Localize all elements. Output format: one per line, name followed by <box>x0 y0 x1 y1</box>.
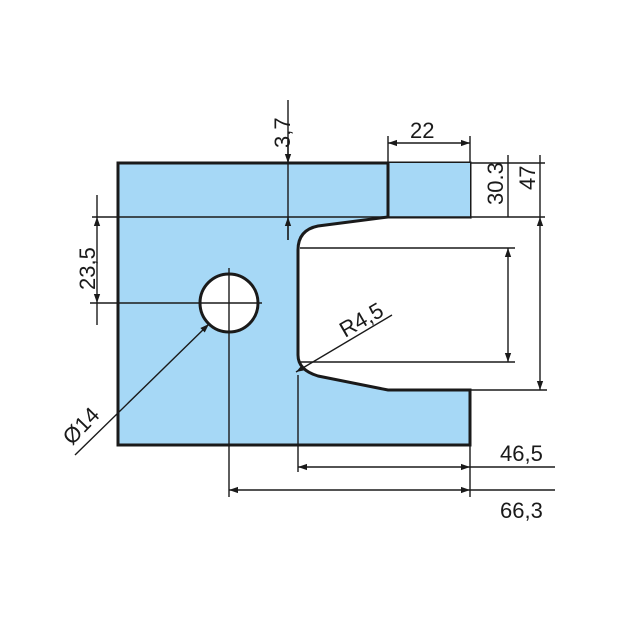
dim-dia14-label: Ø14 <box>58 402 105 449</box>
dim-22-label: 22 <box>410 118 434 143</box>
dim-dia14-leader <box>74 323 210 456</box>
top-notch-fill <box>388 163 470 217</box>
dim-47-label: 47 <box>515 166 540 190</box>
dim-3-7-label: 3,7 <box>270 117 295 148</box>
dim-23-5-label: 23,5 <box>75 247 100 290</box>
dim-46-5-label: 46,5 <box>500 441 543 466</box>
dim-66-3-label: 66,3 <box>500 498 543 523</box>
dim-r4-5-label: R4,5 <box>335 297 388 342</box>
part-outline <box>116 161 472 447</box>
dim-r4-5-leader <box>295 314 393 373</box>
dim-30-3-label: 30.3 <box>483 162 508 205</box>
